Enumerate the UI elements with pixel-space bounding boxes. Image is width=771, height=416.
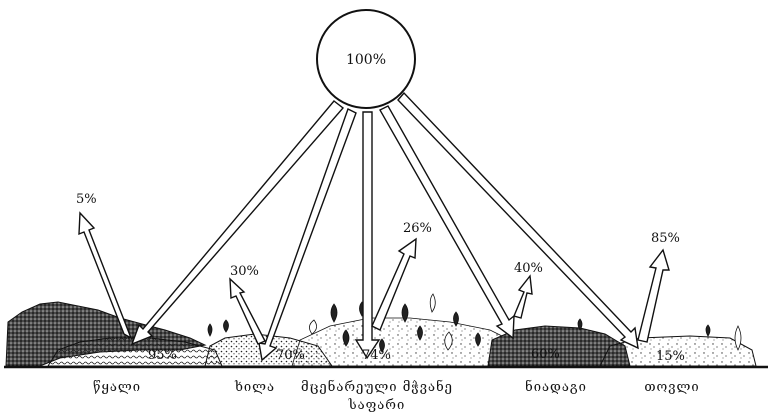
- snow-surface: [599, 335, 757, 367]
- surface-name-soil: ნიადაგი: [525, 379, 587, 395]
- sun: 100%: [316, 9, 416, 109]
- reflected-arrow-snow: [637, 248, 670, 343]
- reflected-arrow-soil: [513, 274, 533, 319]
- surface-name-vegetation: მცენარეული მჭვანე: [301, 379, 453, 395]
- incoming-arrow-soil: [379, 105, 515, 340]
- absorbed-label-water: 95%: [148, 348, 177, 363]
- absorbed-label-sand: 70%: [276, 348, 305, 363]
- absorbed-label-soil: 60%: [531, 347, 560, 362]
- reflected-label-vegetation: 26%: [403, 221, 432, 236]
- surface-name-vegetation-line2: საფარი: [348, 398, 406, 413]
- reflected-arrow-vegetation: [371, 237, 417, 331]
- reflected-label-water: 5%: [76, 192, 97, 207]
- incoming-arrow-water: [130, 100, 345, 346]
- absorbed-labels: 95% 70% 74% 60% 15%: [148, 347, 685, 364]
- reflected-arrow-water: [78, 211, 133, 340]
- incoming-arrow-vegetation: [354, 111, 381, 360]
- absorbed-label-vegetation: 74%: [362, 348, 391, 363]
- surface-names: წყალი ხილა მცენარეული მჭვანე საფარი ნიად…: [93, 379, 699, 413]
- reflected-label-snow: 85%: [651, 231, 680, 246]
- incoming-arrow-snow: [397, 91, 639, 350]
- incoming-rays: [130, 91, 639, 362]
- surface-name-sand: ხილა: [234, 380, 275, 395]
- sun-disc: [316, 9, 416, 109]
- absorbed-label-snow: 15%: [656, 349, 685, 364]
- reflected-arrow-sand: [229, 277, 266, 345]
- reflected-label-sand: 30%: [230, 264, 259, 279]
- sun-percent-label: 100%: [346, 52, 386, 68]
- reflected-label-soil: 40%: [514, 261, 543, 276]
- surface-name-snow: თოვლი: [644, 380, 699, 395]
- reflected-labels: 5% 30% 26% 40% 85%: [76, 192, 680, 279]
- surface-name-water: წყალი: [93, 380, 141, 395]
- incoming-arrow-sand: [258, 108, 357, 362]
- reflected-rays: [78, 211, 670, 345]
